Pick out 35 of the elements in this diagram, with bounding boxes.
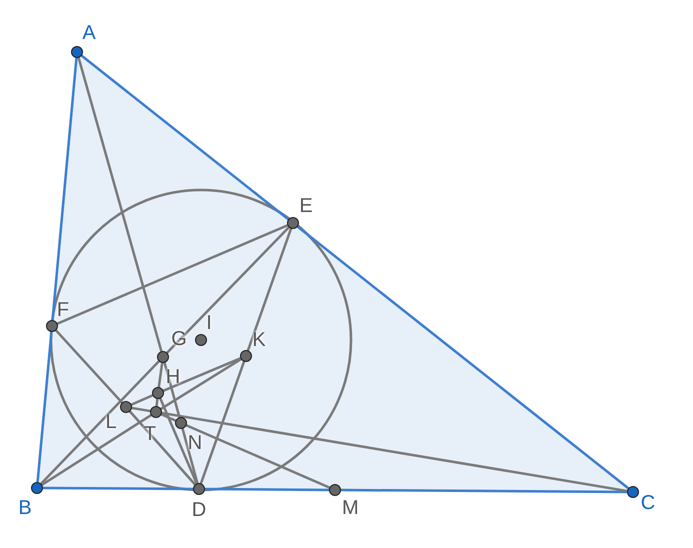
line-segment [160, 412, 628, 492]
line-segment [42, 486, 194, 490]
point-label: D [191, 499, 207, 521]
point-label: I [205, 312, 213, 334]
line-segment [340, 488, 628, 494]
line-segment [199, 360, 246, 485]
line-segment [80, 54, 290, 221]
line-segment [130, 406, 152, 412]
line-segment [185, 424, 331, 490]
line-segment [157, 362, 164, 388]
point-label: N [187, 432, 203, 454]
line-segment [130, 394, 154, 406]
line-segment [246, 227, 293, 352]
line-segment [181, 428, 199, 484]
line-segment [158, 397, 198, 485]
line-segment [204, 488, 330, 492]
point-label: E [298, 195, 314, 217]
line-segment [160, 358, 242, 410]
line-segment [155, 398, 159, 408]
point-label: K [251, 329, 267, 351]
point-label: F [56, 299, 70, 321]
line-segment [166, 226, 290, 354]
line-segment [296, 225, 630, 490]
line-segment [77, 56, 163, 353]
point-label: B [17, 497, 33, 519]
line-segment [162, 356, 242, 392]
line-segment [36, 330, 53, 484]
line-segment [51, 56, 78, 322]
line-segment [160, 412, 177, 422]
line-segment [56, 224, 289, 326]
line-segment [40, 360, 160, 486]
point-label: L [104, 411, 118, 433]
point-label: C [640, 492, 656, 514]
point-label: A [81, 22, 97, 44]
point-label: M [342, 497, 358, 519]
